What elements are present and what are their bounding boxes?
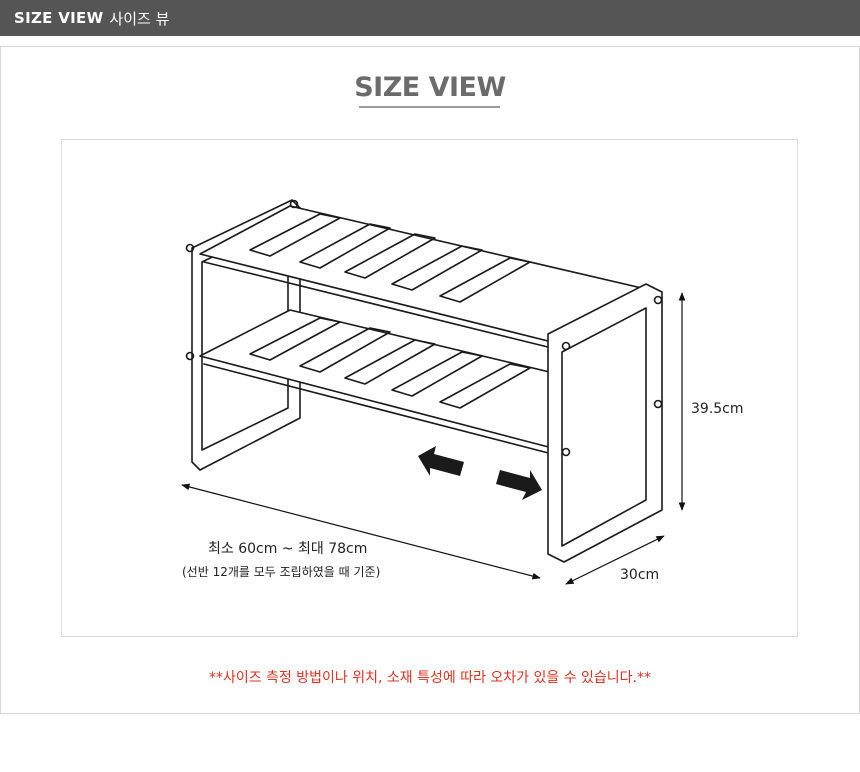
dimension-height: 39.5cm — [691, 401, 744, 417]
dimension-width: 최소 60cm ~ 최대 78cm — [208, 541, 368, 557]
dimension-width-note: (선반 12개를 모두 조립하였을 때 기준) — [182, 565, 381, 579]
arrow-left-icon — [418, 446, 464, 476]
header-title-en: SIZE VIEW — [14, 9, 104, 27]
section-title: SIZE VIEW — [354, 72, 506, 103]
arrow-right-icon — [496, 470, 542, 500]
section-title-underline — [359, 106, 500, 108]
dimension-depth: 30cm — [620, 567, 660, 583]
header-bar: SIZE VIEW 사이즈 뷰 — [0, 0, 860, 36]
header-title-ko: 사이즈 뷰 — [109, 9, 170, 28]
product-image-frame — [61, 139, 798, 637]
disclaimer-text: **사이즈 측정 방법이나 위치, 소재 특성에 따라 오차가 있을 수 있습니… — [208, 670, 652, 686]
